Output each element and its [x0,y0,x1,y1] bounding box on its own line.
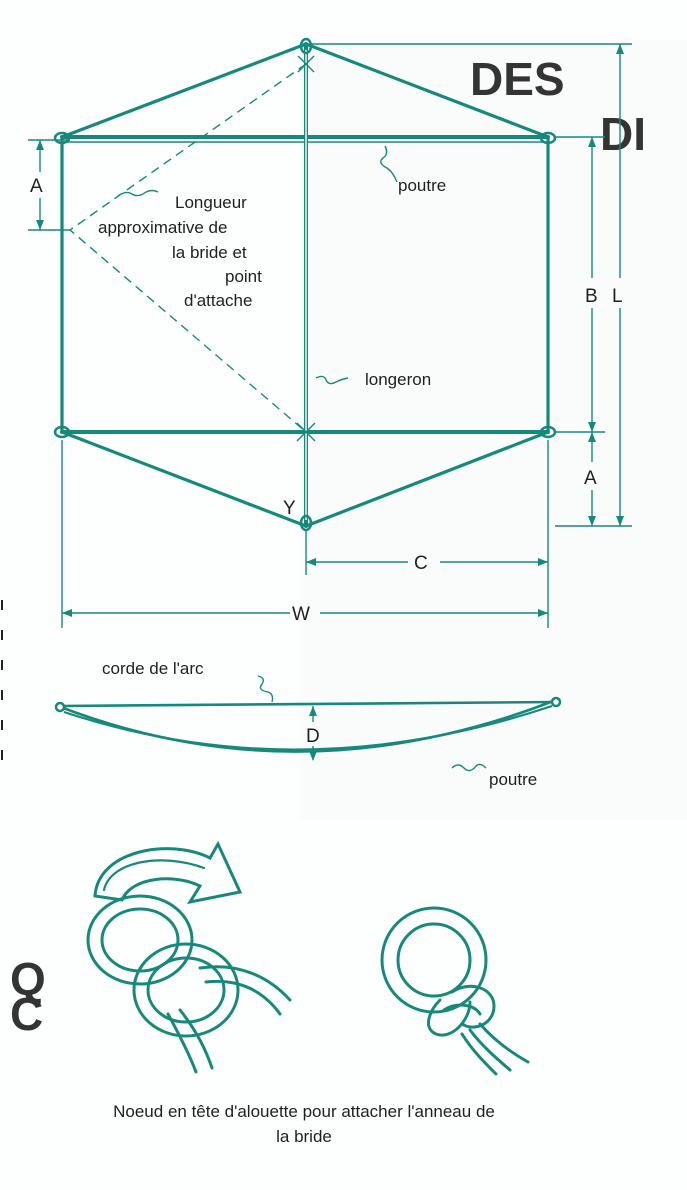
dimension-L: L [312,43,632,526]
dim-label-A-right: A [584,468,597,489]
spar-end-bl [53,425,71,439]
dim-label-C: C [414,553,428,574]
bow-diagram: D [54,675,562,772]
bow-spar [57,698,557,753]
dimension-A-right: A [555,432,632,527]
label-poutre-top: poutre [398,176,446,195]
dimension-B: B [555,136,605,433]
dim-label-W: W [292,604,310,625]
label-corde: corde de l'arc [102,659,204,678]
caption-line-2: la bride [276,1127,332,1146]
dim-label-L: L [612,286,623,307]
dimension-A-left: A [28,139,70,231]
leader-longeron [315,375,349,385]
svg-text:Longueur: Longueur [175,193,247,212]
caption: Noeud en tête d'alouette pour attacher l… [113,1102,495,1146]
label-bridle: Longueur approximative de la bride et po… [98,193,262,310]
dim-label-D: D [306,726,320,747]
leader-bridle [117,189,159,197]
leader-poutre-top [380,145,398,183]
svg-text:d'attache: d'attache [184,291,252,310]
knot-finished-icon [380,906,530,1076]
caption-line-1: Noeud en tête d'alouette pour attacher l… [113,1102,495,1121]
svg-text:C: C [10,988,43,1040]
label-longeron: longeron [365,370,431,389]
svg-text:Q: Q [10,953,46,1005]
svg-text:point: point [225,267,262,286]
leader-poutre-bottom [451,763,487,772]
svg-text:la bride et: la bride et [172,243,247,262]
dim-label-B: B [585,286,598,307]
dim-label-A-left: A [30,176,43,197]
spar-end-tr [539,131,557,145]
svg-text:approximative de: approximative de [98,218,227,237]
svg-text:DI: DI [600,108,646,160]
longeron-end-top [299,37,313,55]
dim-label-Y: Y [283,498,296,519]
dimension-W: W [61,440,549,628]
leader-corde [257,675,274,703]
spar-end-tl [53,131,71,145]
knot-loop-arrow-icon [86,840,292,1074]
bow-string [59,700,557,708]
background-ghost: DES DI Q C [10,40,687,1040]
label-poutre-bottom: poutre [489,770,537,789]
dimension-C: C [305,440,549,575]
bow-spar-inner [63,704,553,751]
svg-text:DES: DES [470,53,565,105]
